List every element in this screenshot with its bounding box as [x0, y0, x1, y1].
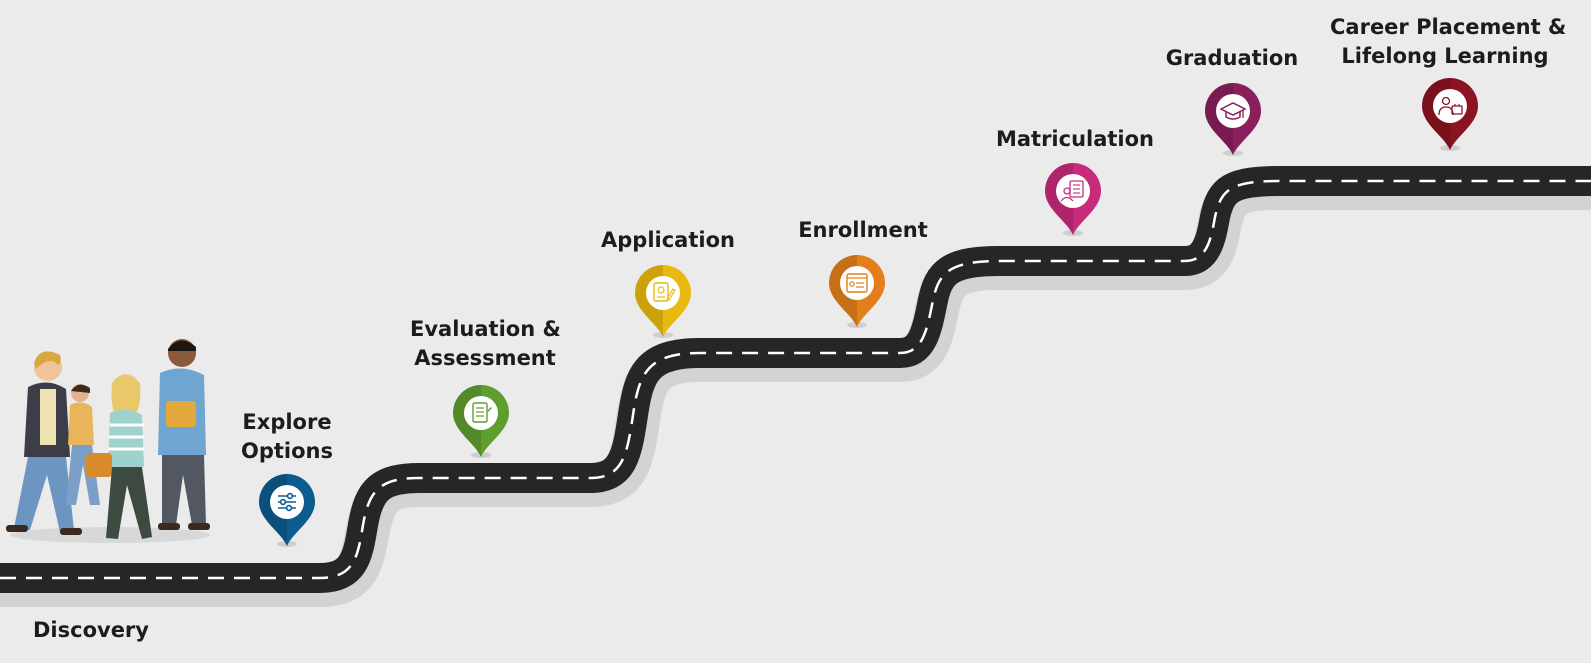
pin-explore: [257, 472, 317, 548]
stage-label-application-line-1: Application: [601, 228, 735, 252]
stage-label-career-line-2: Lifelong Learning: [1341, 44, 1549, 68]
document-list-icon: [453, 385, 509, 458]
stage-label-enrollment: Enrollment: [796, 216, 930, 245]
stage-label-graduation: Graduation: [1164, 44, 1300, 73]
stage-label-matriculation-line-1: Matriculation: [995, 127, 1155, 151]
pin-enrollment: [827, 253, 887, 329]
certificate-pen-icon: [635, 265, 691, 338]
sliders-icon: [259, 474, 315, 547]
stage-label-explore-line-2: Options: [241, 439, 333, 463]
stage-label-career: Career Placement & Lifelong Learning: [1330, 13, 1567, 71]
checklist-student-icon: [1045, 163, 1101, 236]
students-illustration: [6, 339, 210, 543]
pin-application: [633, 263, 693, 339]
stage-label-evaluation-line-2: Assessment: [414, 346, 556, 370]
stage-label-explore-line-1: Explore: [242, 410, 332, 434]
professional-briefcase-icon: [1422, 78, 1478, 151]
stage-label-matriculation: Matriculation: [994, 125, 1156, 154]
stage-label-discovery: Discovery: [33, 616, 149, 645]
stage-label-enrollment-line-1: Enrollment: [798, 218, 928, 242]
pin-career: [1420, 76, 1480, 152]
graduation-cap-icon: [1205, 83, 1261, 156]
registration-form-icon: [829, 255, 885, 328]
stage-label-application: Application: [598, 226, 738, 255]
stage-label-evaluation: Evaluation & Assessment: [410, 315, 561, 373]
stage-label-evaluation-line-1: Evaluation &: [410, 317, 561, 341]
pin-matriculation: [1043, 161, 1103, 237]
stage-label-career-line-1: Career Placement &: [1330, 15, 1567, 39]
pin-graduation: [1203, 81, 1263, 157]
road-shadow: [0, 166, 1591, 607]
stage-label-discovery-line-1: Discovery: [33, 618, 149, 642]
road-center-line: [0, 179, 1591, 580]
pin-evaluation: [451, 383, 511, 459]
stage-label-explore: Explore Options: [239, 408, 335, 466]
stage-label-graduation-line-1: Graduation: [1165, 46, 1299, 70]
